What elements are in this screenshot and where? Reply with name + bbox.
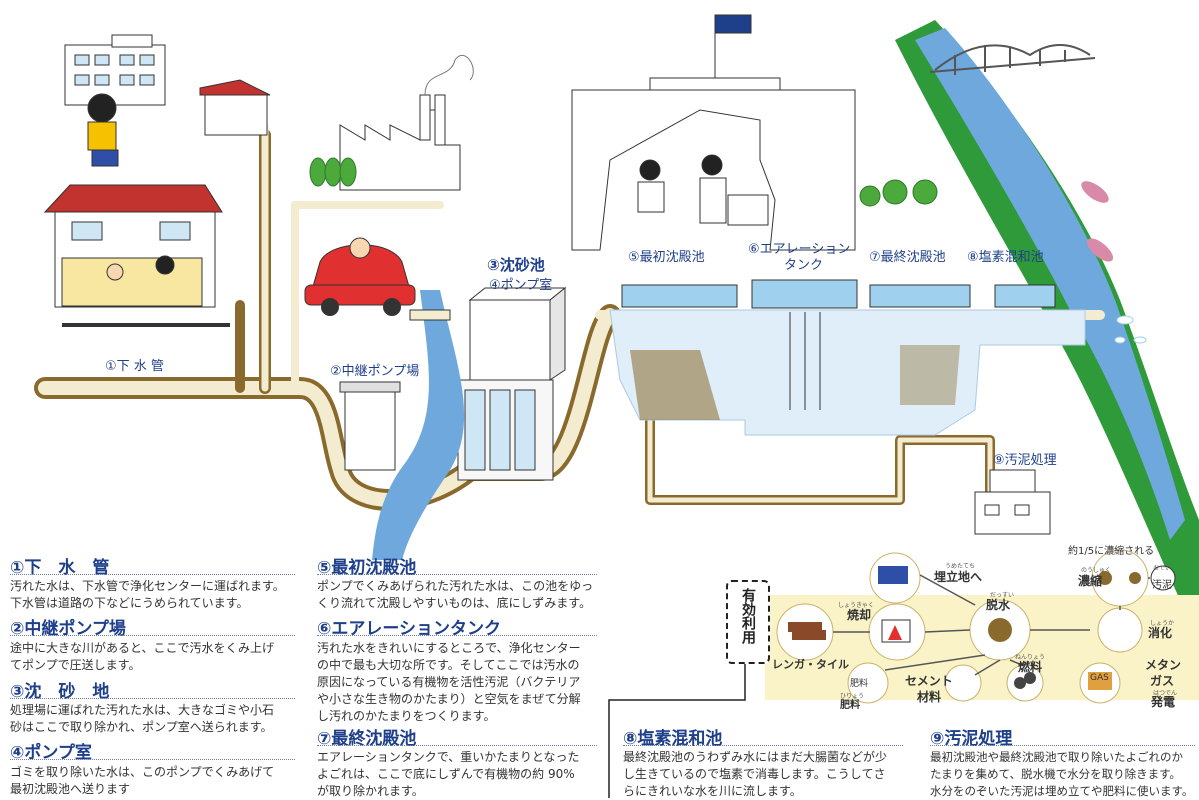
- ruby-digestion: しょうか: [1150, 620, 1175, 627]
- label-incineration: 焼却: [847, 608, 872, 622]
- label-power: 発電: [1151, 695, 1176, 709]
- label-landfill: 埋立地へ: [934, 570, 983, 584]
- label-relay-pump: ②中継ポンプ場: [330, 364, 420, 379]
- section-title-sewer: ①下 水 管: [10, 558, 110, 578]
- section-body-final-tank: エアレーションタンクで、重いかたまりとなったよごれは、ここで底にしずんで有機物の…: [317, 750, 580, 798]
- label-sludge-treatment: ⑨汚泥処理: [993, 453, 1057, 468]
- label-dehydration: 脱水: [986, 598, 1011, 612]
- divider: [930, 745, 1195, 746]
- fish-icon: [1081, 181, 1114, 262]
- treatment-center-building: [571, 14, 856, 251]
- label-sludge-raw: 汚泥: [1152, 580, 1172, 591]
- label-sewer-pipe: ①下 水 管: [105, 359, 164, 374]
- ruby-fuel: ねんりょう: [1015, 654, 1046, 661]
- boy-illustration: [87, 93, 119, 167]
- label-aeration-tank: ⑥エアレーション: [748, 242, 851, 257]
- section-title-aeration-tank: ⑥エアレーションタンク: [317, 619, 502, 639]
- section-title-relay-pump: ②中継ポンプ場: [10, 619, 126, 639]
- ruby-fertilizer: ひりょう: [840, 693, 865, 700]
- ruby-incineration: しょうきゃく: [838, 602, 875, 609]
- section-body-pump-room: ゴミを取り除いた水は、このポンプでくみあげて最初沈殿池へ送ります: [10, 765, 275, 796]
- section-body-primary-tank: ポンプでくみあげられた汚れた水は、この池をゆっくり流れて沈殿しやすいものは、底に…: [317, 579, 594, 610]
- section-body-aeration-tank: 汚れた水をきれいにするところで、浄化センターの中で最も大切な所です。そしてここで…: [317, 641, 581, 723]
- section-title-pump-room: ④ポンプ室: [10, 743, 92, 763]
- scientists: [637, 154, 769, 226]
- section-title-chlorine-tank: ⑧塩素混和池: [623, 729, 723, 749]
- divider: [10, 574, 295, 575]
- section-title-grit-chamber: ③沈 砂 地: [10, 682, 110, 702]
- label-chlorine-tank: ⑧塩素混和池: [967, 250, 1044, 265]
- section-body-relay-pump: 途中に大きな川があると、ここで汚水をくみ上げてポンプで圧送します。: [10, 641, 275, 672]
- label-methane-gas: ガス: [1150, 674, 1175, 688]
- section-body-chlorine-tank: 最終沈殿池のうわずみ水にはまだ大腸菌などが少し生きているので塩素で消毒します。こ…: [623, 750, 888, 798]
- section-title-final-tank: ⑦最終沈殿池: [317, 729, 417, 749]
- bridge: [929, 44, 1096, 75]
- section-body-sewer: 汚れた水は、下水管で浄化センターに運ばれます。下水管は道路の下などにうめられてい…: [10, 579, 285, 610]
- section-body-grit-chamber: 処理場に運ばれた汚れた水は、大きなゴミや小石砂はここで取り除かれ、ポンプ室へ送ら…: [10, 703, 275, 734]
- ruby-landfill: うめたてち: [945, 563, 976, 570]
- label-brick: レンガ・タイル: [772, 658, 849, 671]
- outflow-splash: [1114, 315, 1147, 344]
- section-title-primary-tank: ⑤最初沈殿池: [317, 558, 417, 578]
- label-material: 材料: [917, 690, 942, 704]
- label-fertilizer: 肥料: [840, 700, 860, 711]
- connector-line: [608, 664, 746, 798]
- grit-chamber: [457, 286, 567, 481]
- divider: [317, 574, 597, 575]
- section-title-sludge: ⑨汚泥処理: [930, 729, 1013, 749]
- label-fuel: 燃料: [1018, 660, 1043, 674]
- factory-building: [339, 54, 474, 191]
- label-digestion: 消化: [1148, 626, 1173, 640]
- divider: [623, 745, 903, 746]
- divider: [317, 635, 597, 636]
- ruby-power: はつでん: [1153, 690, 1178, 697]
- ruby-sludge: おでい: [1153, 565, 1172, 572]
- label-thickening: 濃縮: [1078, 574, 1103, 588]
- label-gas-tag: GAS: [1090, 673, 1109, 683]
- effective-use-label: 有効利用: [726, 580, 770, 664]
- ruby-thickening: のうしゅく: [1081, 567, 1112, 574]
- divider: [10, 698, 295, 699]
- apartment-building: [64, 34, 271, 136]
- label-aeration-tank-2: タンク: [784, 258, 824, 273]
- note-concentrated: 約1/5に濃縮される: [1068, 546, 1155, 557]
- label-cement: セメント: [905, 674, 953, 688]
- section-body-sludge: 最初沈殿池や最終沈殿池で取り除いたよごれのかたまりを集めて、脱水機で水分を取り除…: [930, 750, 1194, 798]
- sludge-treatment-building: [974, 469, 1051, 535]
- river: [895, 20, 1199, 640]
- tank-water-area: [609, 279, 1086, 436]
- relay-pump-station: [339, 290, 465, 560]
- label-final-tank: ⑦最終沈殿池: [869, 250, 946, 265]
- divider: [10, 759, 295, 760]
- label-methane: メタン: [1145, 658, 1182, 672]
- sludge-utilization-area: [765, 549, 1199, 704]
- house: [43, 184, 223, 308]
- label-pump-room: ④ポンプ室: [489, 278, 553, 293]
- label-primary-tank: ⑤最初沈殿池: [628, 250, 705, 265]
- label-grit-chamber: ③沈砂池: [487, 256, 545, 274]
- divider: [10, 635, 295, 636]
- divider: [317, 745, 597, 746]
- car-illustration: [304, 237, 416, 316]
- label-fertilizer-bag: 肥料: [850, 679, 869, 689]
- ruby-dehydration: だっすい: [990, 592, 1015, 599]
